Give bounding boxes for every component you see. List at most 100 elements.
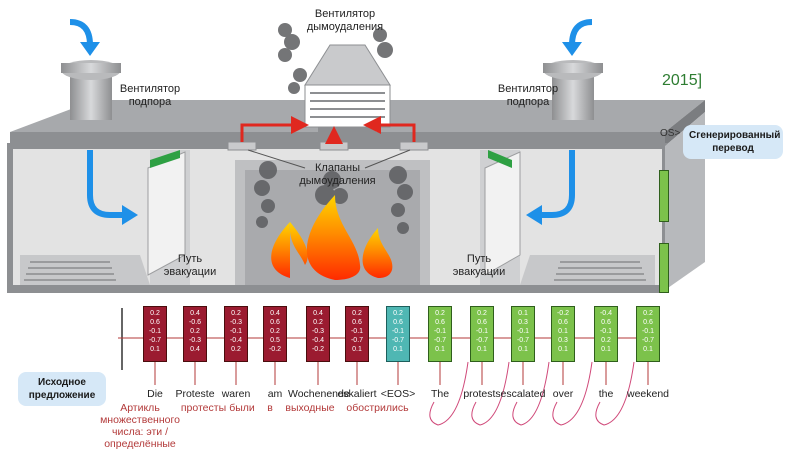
generated-word: protests <box>463 388 501 400</box>
source-word: eskaliert <box>337 388 377 400</box>
encoder-vector-cell-value: 0.6 <box>352 319 362 326</box>
source-word: Die <box>147 388 163 400</box>
generated-translation-bubble: Сгенерированный перевод <box>683 125 783 159</box>
encoder-vector-cell-value: 0.2 <box>231 346 241 353</box>
decoder-vector-cell-value: 0.1 <box>558 346 568 353</box>
decoder-vector-cell-value: 0.3 <box>518 319 528 326</box>
encoder-vector-cell-value: 0.2 <box>352 310 362 317</box>
decoder-vector-cell-value: 0.1 <box>518 310 528 317</box>
decoder-vector-cell: -0.4 0.6 -0.1 0.2 0.1 <box>594 306 618 362</box>
dampers-label: Клапаны дымоудаления <box>299 162 376 187</box>
translation-eskaliert: обострились <box>346 402 409 414</box>
translation-die: Артикль множественного числа: эти / опре… <box>100 402 180 450</box>
feedback-loop-arrow <box>595 361 635 426</box>
generated-word: weekend <box>626 388 670 400</box>
partial-green-box-top <box>659 170 669 222</box>
translation-am: в <box>267 402 273 414</box>
encoder-vector-cell-value: -0.2 <box>311 346 325 353</box>
eos-vector-cell-value: 0.2 <box>393 310 403 317</box>
decoder-vector-cell-value: 0.2 <box>643 310 653 317</box>
encoder-vector-cell-value: -0.4 <box>229 337 243 344</box>
decoder-vector-cell-value: -0.1 <box>475 328 489 335</box>
eos-vector-cell-value: -0.7 <box>391 337 405 344</box>
encoder-vector-cell-value: -0.1 <box>350 328 364 335</box>
encoder-vector-cell-value: -0.3 <box>311 328 325 335</box>
encoder-vector-cell-value: -0.1 <box>148 328 162 335</box>
decoder-vector-cell-value: -0.2 <box>556 310 570 317</box>
feedback-loop-arrow <box>512 361 550 426</box>
encoder-vector-cell-value: -0.3 <box>188 337 202 344</box>
supply-fan-right-icon <box>543 60 603 120</box>
supply-airflow-arrows <box>69 19 593 218</box>
decoder-vector-cell-value: 0.6 <box>558 319 568 326</box>
decoder-vector-cell-value: 0.1 <box>435 346 445 353</box>
source-word: Proteste <box>175 388 215 400</box>
decoder-vector-cell-value: -0.1 <box>599 328 613 335</box>
encoder-vector-cell-value: -0.3 <box>229 319 243 326</box>
encoder-vector-cell-value: -0.4 <box>311 337 325 344</box>
decoder-vector-cell-value: 0.6 <box>601 319 611 326</box>
encoder-vector-cell-value: 0.4 <box>190 310 200 317</box>
decoder-vector-cell-value: 0.6 <box>643 319 653 326</box>
encoder-vector-cell-value: 0.2 <box>150 310 160 317</box>
encoder-vector-cell-value: 0.2 <box>231 310 241 317</box>
translation-proteste: протесты <box>180 402 227 414</box>
supply-fan-left-icon <box>61 60 121 120</box>
encoder-vector-cell-value: 0.2 <box>190 328 200 335</box>
decoder-vector-cell-value: 0.1 <box>477 346 487 353</box>
source-word: am <box>267 388 283 400</box>
encoder-vector-cell-value: -0.1 <box>229 328 243 335</box>
encoder-vector-cell-value: -0.7 <box>350 337 364 344</box>
generated-word: the <box>598 388 614 400</box>
encoder-vector-cell-value: 0.2 <box>270 328 280 335</box>
source-word: <EOS> <box>380 388 416 400</box>
decoder-vector-cell-value: 0.1 <box>558 328 568 335</box>
encoder-vector-cell: 0.4 0.2 -0.3 -0.4 -0.2 <box>306 306 330 362</box>
encoder-vector-cell-value: -0.2 <box>268 346 282 353</box>
eos-vector-cell-value: 0.1 <box>393 346 403 353</box>
partial-year-text: 2015] <box>662 72 703 89</box>
decoder-vector-cell-value: -0.7 <box>641 337 655 344</box>
source-word: waren <box>221 388 251 400</box>
decoder-vector-cell-value: 0.1 <box>601 346 611 353</box>
decoder-vector-cell-value: -0.7 <box>516 337 530 344</box>
encoder-vector-cell: 0.4 -0.6 0.2 -0.3 0.4 <box>183 306 207 362</box>
supply-fan-right-label: Вентилятор подпора <box>497 83 559 108</box>
decoder-vector-cell-value: -0.7 <box>475 337 489 344</box>
generated-word: escalated <box>500 388 546 400</box>
generated-word: over <box>552 388 574 400</box>
translation-waren: были <box>229 402 255 414</box>
source-word: Wochenende <box>288 388 350 400</box>
decoder-vector-cell-value: 0.2 <box>601 337 611 344</box>
exhaust-fan-icon <box>304 44 391 135</box>
decoder-vector-cell-value: 0.6 <box>477 319 487 326</box>
encoder-vector-cell-value: 0.6 <box>270 319 280 326</box>
encoder-vector-cell-value: 0.4 <box>313 310 323 317</box>
eos-vector-cell-value: 0.6 <box>393 319 403 326</box>
decoder-vector-cell-value: -0.1 <box>516 328 530 335</box>
decoder-vector-cell: 0.2 0.6 -0.1 -0.7 0.1 <box>470 306 494 362</box>
decoder-vector-cell-value: -0.1 <box>641 328 655 335</box>
encoder-vector-cell-value: -0.6 <box>188 319 202 326</box>
partial-eos-text: OS> <box>660 128 681 139</box>
feedback-loop-arrow <box>429 361 469 426</box>
encoder-vector-cell-value: 0.4 <box>190 346 200 353</box>
encoder-vector-cell-value: 0.1 <box>352 346 362 353</box>
encoder-vector-cell-value: 0.2 <box>313 319 323 326</box>
encoder-vector-cell-value: 0.1 <box>150 346 160 353</box>
decoder-vector-cell-value: -0.4 <box>599 310 613 317</box>
fire-icon <box>271 195 393 280</box>
decoder-vector-cell-value: 0.2 <box>435 310 445 317</box>
decoder-vector-cell-value: 0.1 <box>643 346 653 353</box>
generated-word: The <box>430 388 450 400</box>
decoder-vector-cell-value: 0.2 <box>477 310 487 317</box>
feedback-loop-arrow <box>552 361 593 426</box>
encoder-vector-cell-value: 0.6 <box>150 319 160 326</box>
source-sentence-bubble: Исходное предложение <box>18 372 106 406</box>
